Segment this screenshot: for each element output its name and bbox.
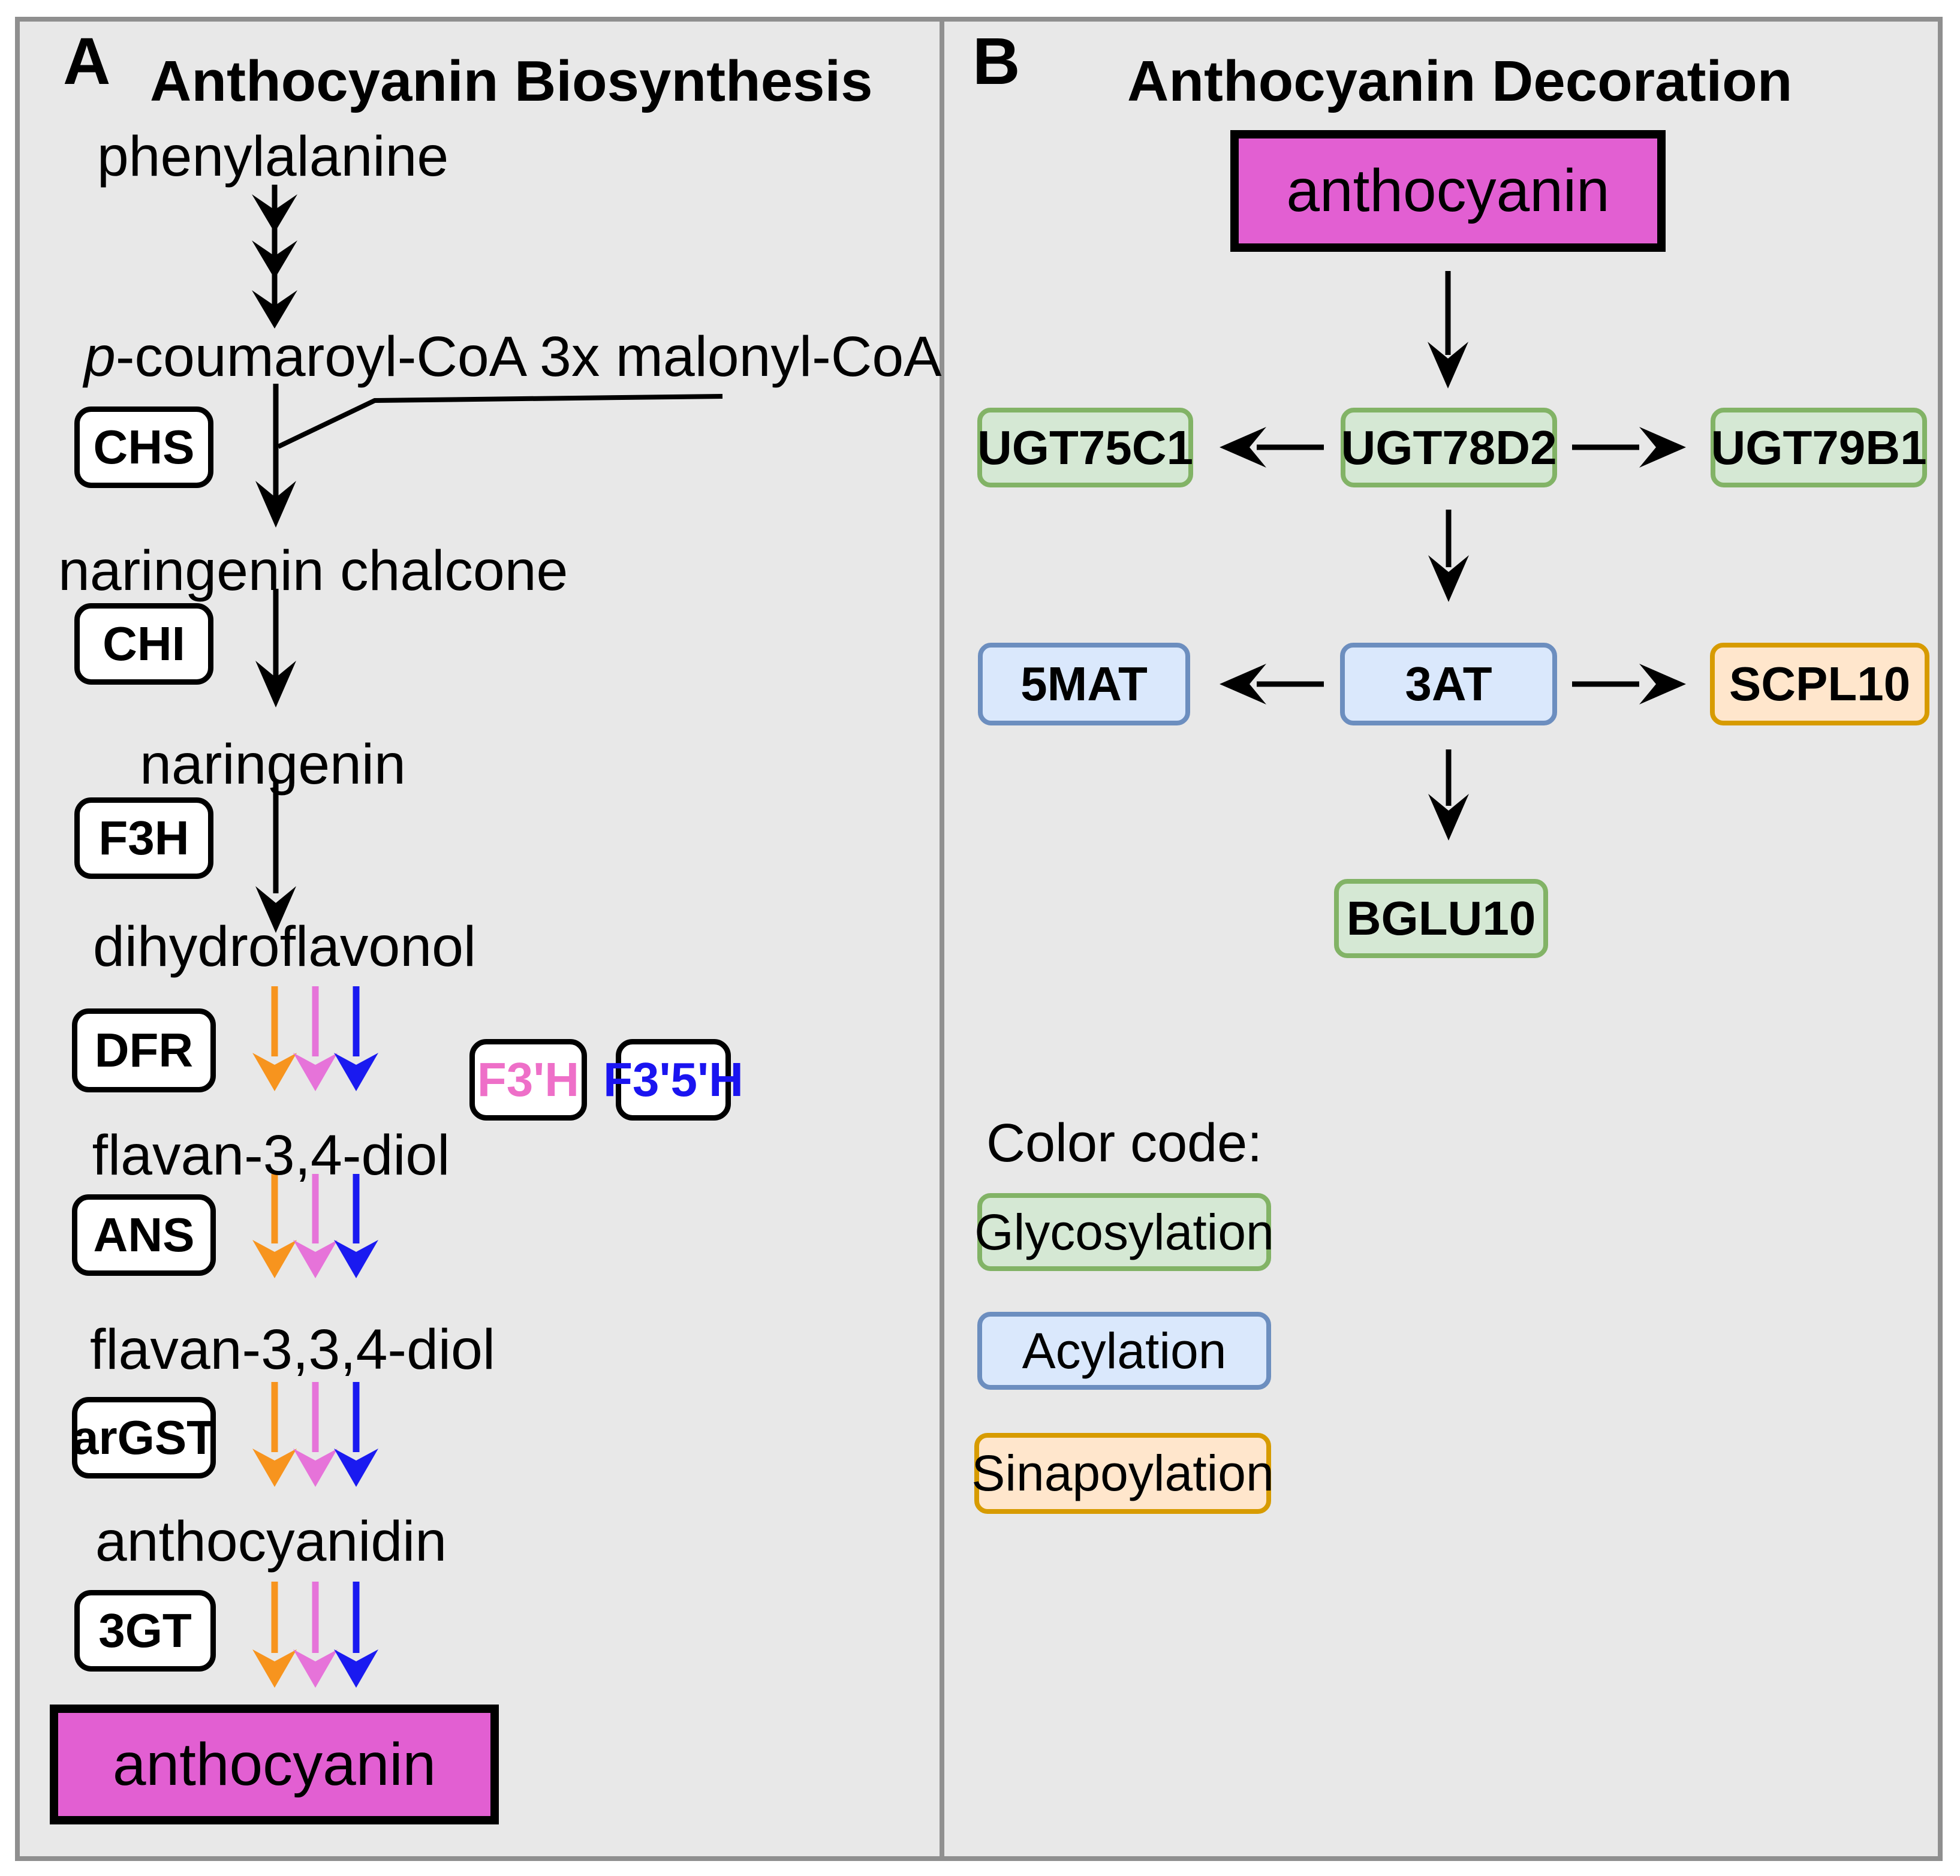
gene-box-ugt79b1: UGT79B1 [1711, 408, 1927, 487]
enzyme-box-chs: CHS [74, 406, 213, 488]
p-coumaroyl-rest: -coumaroyl-CoA [115, 325, 528, 389]
gene-box-scpl10: SCPL10 [1710, 643, 1929, 725]
enzyme-box-f3h: F3H [74, 797, 213, 879]
enzyme-box-dfr: DFR [72, 1008, 216, 1092]
anthocyanin-substrate-box-b: anthocyanin [1230, 130, 1666, 252]
legend-box-glycosylation: Glycosylation [974, 1193, 1274, 1271]
gene-box-ugt78d2: UGT78D2 [1341, 408, 1557, 487]
gene-box-3at: 3AT [1340, 643, 1557, 725]
enzyme-box-chi: CHI [74, 603, 213, 685]
metabolite-flavan-3-3-4-diol: flavan-3,3,4-diol [90, 1318, 495, 1381]
metabolite-p-coumaroyl-coa: p-coumaroyl-CoA [84, 329, 527, 386]
legend-box-sinapoylation: Sinapoylation [971, 1433, 1274, 1514]
panel-a-label: A [63, 25, 111, 98]
enzyme-box-ans: ANS [72, 1194, 216, 1276]
panel-b-title: Anthocyanin Decoration [1127, 49, 1793, 113]
metabolite-flavan-3-4-diol: flavan-3,4-diol [92, 1124, 450, 1187]
p-coumaroyl-italic-p: p [84, 325, 116, 389]
gene-box-ugt75c1: UGT75C1 [977, 408, 1193, 487]
enzyme-box-f3ph: F3'H [469, 1039, 587, 1121]
panel-b-label: B [973, 25, 1020, 98]
legend-box-acylation: Acylation [977, 1312, 1271, 1390]
metabolite-phenylalanine: phenylalanine [97, 125, 449, 188]
legend-heading: Color code: [986, 1113, 1263, 1173]
figure-frame [15, 17, 1943, 1861]
gene-box-5mat: 5MAT [978, 643, 1190, 725]
metabolite-naringenin: naringenin [140, 733, 406, 796]
panel-a-title: Anthocyanin Biosynthesis [150, 49, 873, 113]
anthocyanin-product-box-a: anthocyanin [50, 1705, 499, 1824]
enzyme-box-3gt: 3GT [74, 1590, 216, 1672]
metabolite-malonyl-coa: 3x malonyl-CoA [540, 325, 942, 389]
panel-divider [940, 22, 944, 1856]
gene-box-bglu10: BGLU10 [1334, 879, 1548, 958]
metabolite-anthocyanidin: anthocyanidin [95, 1510, 447, 1573]
enzyme-box-f3p5ph: F3'5'H [603, 1039, 743, 1121]
enzyme-box-argst: arGST [72, 1397, 216, 1478]
metabolite-naringenin-chalcone: naringenin chalcone [58, 539, 568, 603]
metabolite-dihydroflavonol: dihydroflavonol [93, 915, 477, 978]
